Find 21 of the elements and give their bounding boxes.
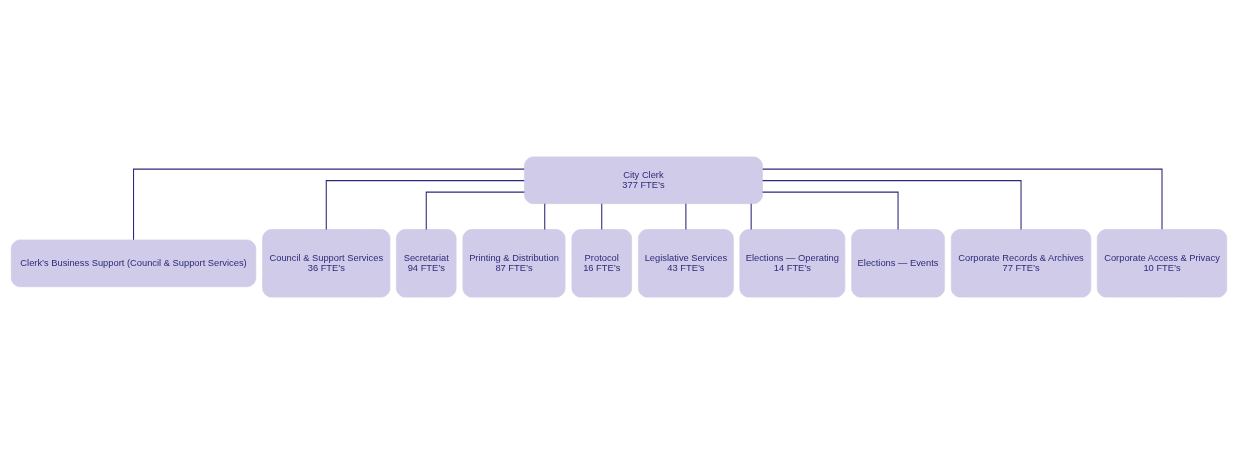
connector [685,203,687,230]
node-box: Corporate Records & Archives 77 FTE’s [950,229,1092,298]
connector [762,191,899,230]
connector [325,180,525,230]
node-box: Council & Support Services 36 FTE’s [262,229,391,298]
connector [762,168,1163,230]
node-box: Secretariat 94 FTE’s [396,229,457,298]
node-box: Elections — Operating 14 FTE’s [739,229,846,298]
node-box: Protocol 16 FTE’s [571,229,632,298]
connector [133,168,525,241]
node-box: Printing & Distribution 87 FTE’s [462,229,566,298]
connector [544,203,546,230]
node-box: Legislative Services 43 FTE’s [638,229,734,298]
connector [750,203,752,230]
node-box: Clerk’s Business Support (Council & Support Services) [10,239,257,288]
node-box: Elections — Events [851,229,945,298]
node-box: City Clerk 377 FTE’s [524,156,763,204]
connector [601,203,603,230]
connector [425,191,525,230]
connector [762,180,1022,230]
node-box: Corporate Access & Privacy 10 FTE’s [1096,229,1228,298]
